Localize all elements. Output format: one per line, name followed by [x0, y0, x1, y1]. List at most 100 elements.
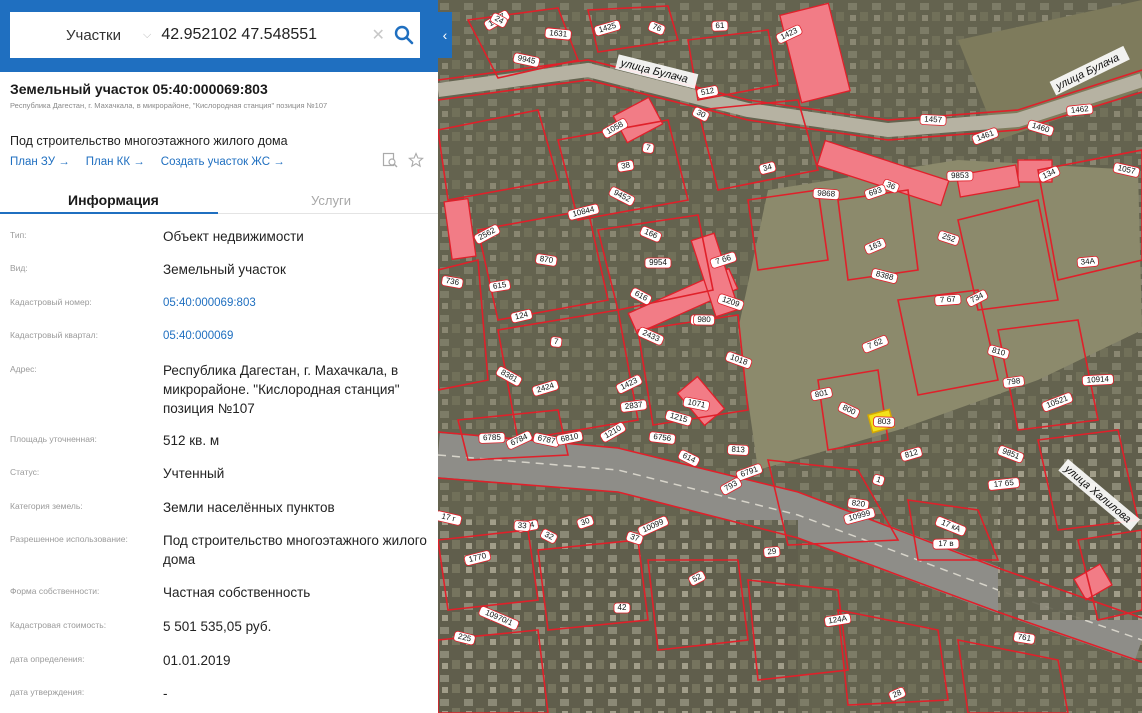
parcel-label: 10914	[1081, 373, 1114, 387]
parcel-label-bg	[664, 409, 693, 427]
property-value: 512 кв. м	[163, 433, 220, 448]
parcel-label: 61	[711, 20, 729, 32]
parcel-label: 30	[692, 106, 710, 122]
parcel-label-bg	[725, 351, 753, 369]
map-canvas[interactable]: улица Булача улица Булача улица Халилова…	[438, 0, 1142, 713]
parcel-label-bg	[544, 27, 572, 41]
parcel-label: 2837	[620, 399, 648, 413]
cadastral-number-link[interactable]: 05:40:000069:803	[163, 297, 256, 309]
parcel-label-bg	[1027, 119, 1055, 137]
parcel-label: 1631	[544, 27, 572, 41]
parcel-label-bg	[735, 463, 763, 481]
parcel-label-bg	[540, 528, 558, 544]
search-box: Участки ⌵ ✕	[10, 12, 420, 58]
search-type-select[interactable]: Участки ⌵	[10, 27, 151, 44]
parcel-label: 1018	[725, 351, 753, 369]
parcel-label-text: 761	[1017, 632, 1032, 643]
property-label: Статус:	[10, 467, 40, 477]
tab-services[interactable]: Услуги	[311, 193, 351, 208]
parcel-label: 980	[693, 314, 715, 326]
parcel-label-text: 29	[767, 547, 777, 557]
street-label-bg	[615, 54, 699, 89]
parcel-label: 225	[453, 630, 476, 646]
parcel-label: 33	[513, 520, 531, 532]
parcel-label-bg	[934, 293, 962, 307]
property-row-cadastral-quarter: Кадастровый квартал: 05:40:000069	[10, 327, 430, 346]
parcel-label: 24	[490, 12, 508, 28]
parcel-label: 7 б2	[861, 335, 889, 354]
parcel-label: 9954	[644, 257, 672, 269]
parcel-label-bg	[488, 279, 511, 293]
parcel-label-text: 7	[554, 337, 560, 346]
property-row-status: Статус: Учтенный	[10, 464, 430, 483]
parcel-label: 1457	[919, 114, 947, 126]
plan-zu-link[interactable]: План ЗУ →	[10, 156, 70, 168]
parcel-label-bg	[616, 159, 635, 173]
property-row-type: Тип: Объект недвижимости	[10, 227, 430, 246]
parcel-label-bg	[987, 344, 1010, 360]
parcel-label-bg	[1038, 165, 1061, 183]
parcel-label-bg	[861, 335, 889, 354]
print-search-icon[interactable]	[382, 152, 398, 173]
parcel-label: 6810	[556, 430, 584, 446]
parcel-label-bg	[620, 399, 648, 413]
property-label: Кадастровая стоимость:	[10, 620, 107, 630]
parcel-label: 2424	[531, 379, 559, 397]
parcel-label-text: 615	[492, 280, 507, 291]
search-input[interactable]	[151, 26, 369, 44]
parcel-label-bg	[531, 379, 559, 397]
parcel-label-bg	[642, 142, 655, 154]
parcel-label-text: 28	[891, 688, 903, 700]
parcel-label-bg	[453, 630, 476, 646]
parcel-label-bg	[1081, 373, 1114, 387]
parcel-label: 1215	[664, 409, 693, 427]
collapse-panel-button[interactable]: ‹	[438, 12, 452, 58]
property-value: Объект недвижимости	[163, 229, 304, 244]
parcel-label-text: 1457	[924, 115, 943, 125]
parcel-label: 17 г	[438, 510, 463, 526]
property-label: Кадастровый квартал:	[10, 330, 98, 340]
parcel-label-bg	[810, 387, 833, 401]
parcel-label: 38	[616, 159, 635, 173]
parcel-label: 252	[937, 230, 960, 246]
open-land	[738, 160, 1142, 470]
parcel-label-text: 6810	[560, 431, 580, 443]
create-zs-link[interactable]: Создать участок ЖС →	[160, 156, 285, 168]
search-icon[interactable]	[388, 12, 420, 58]
cadastral-map[interactable]: улица Булача улица Булача улица Халилова…	[438, 0, 1142, 713]
parcel-label: 615	[488, 279, 511, 293]
cadastral-quarter-link[interactable]: 05:40:000069	[163, 330, 234, 342]
parcel-label-text: 6787	[537, 433, 557, 446]
parcel-label-bg	[637, 326, 665, 346]
parcel-label: 124	[510, 309, 533, 324]
tab-info[interactable]: Информация	[68, 192, 159, 208]
property-label: Разрешенное использование:	[10, 534, 128, 544]
parcel-label-text: 980	[697, 315, 711, 324]
parcel-label-text: 1770	[468, 551, 488, 564]
search-bar: Участки ⌵ ✕	[0, 0, 438, 72]
parcel-label-bg	[535, 253, 558, 267]
property-value: Частная собственность	[163, 585, 311, 600]
parcel-label: 761	[1013, 631, 1036, 645]
parcel-label-bg	[688, 570, 706, 586]
close-icon[interactable]: ✕	[371, 27, 385, 44]
parcel-label: 10999	[843, 507, 876, 525]
parcel-label: 736	[441, 275, 464, 289]
parcel-label-bg	[812, 187, 840, 201]
plan-kk-link[interactable]: План КК →	[85, 156, 145, 168]
property-label: Адрес:	[10, 364, 37, 374]
parcel-label: 7	[550, 336, 563, 348]
parcel-label-bg	[1066, 103, 1094, 117]
property-row-date-approved: дата утверждения: -	[10, 684, 430, 703]
parcel-label: 1425	[593, 19, 622, 37]
parcel-label: 37	[625, 531, 644, 545]
parcel-label-bg	[625, 531, 644, 545]
parcel-label-text: 124А	[828, 614, 849, 626]
parcel-label-bg	[682, 396, 710, 412]
parcel-label: 124А	[824, 613, 852, 627]
parcel-label-text: 1	[875, 475, 882, 485]
parcel-label-bg	[935, 516, 967, 537]
star-icon[interactable]	[408, 152, 424, 173]
parcel-label-text: 820	[851, 498, 866, 509]
parcel-label-text: 803	[877, 417, 891, 426]
